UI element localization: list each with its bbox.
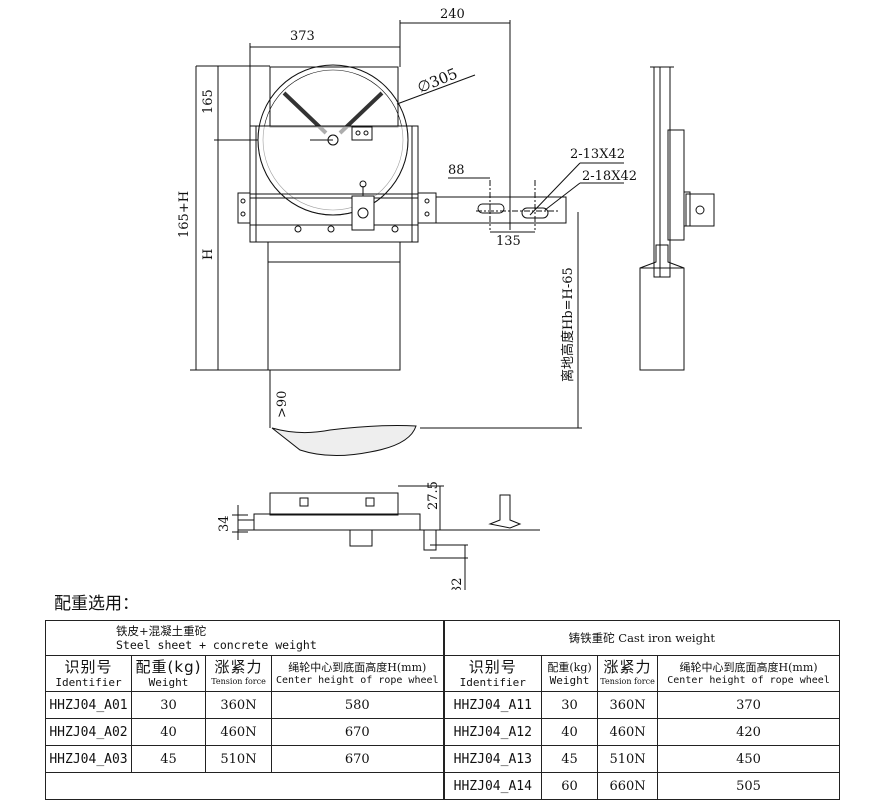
dim-H: H [201, 249, 216, 260]
dim-27-5: 27.5 [426, 481, 441, 510]
dim-88: 88 [448, 163, 465, 178]
hole-spec-2: 2-18X42 [582, 169, 637, 184]
plan-view [269, 492, 399, 516]
dim-135: 135 [496, 234, 521, 249]
left-group-title-en: Steel sheet + concrete weight [116, 638, 317, 652]
section-title: 配重选用： [54, 594, 139, 614]
left-group-header: 铁皮+混凝土重砣 Steel sheet + concrete weight [44, 620, 445, 656]
dim-305: ∅305 [415, 64, 460, 96]
dim-34: 34 [217, 515, 232, 532]
dim-165: 165 [201, 89, 216, 114]
dim-32: 32 [450, 577, 465, 590]
col-height-r: 绳轮中心到底面高度H(mm)Center height of rope whee… [657, 655, 841, 692]
right-group-header: 铸铁重砣 Cast iron weight [443, 620, 841, 656]
counterweight [267, 241, 401, 371]
mounting-arm [435, 196, 567, 224]
tension-switch [351, 195, 375, 231]
dim-165-H: 165+H [177, 191, 192, 238]
left-group-title-cn: 铁皮+混凝土重砣 [116, 624, 207, 638]
dim-240: 240 [440, 7, 465, 22]
ground-height-label: 离地高度Hb=H-65 [560, 267, 576, 382]
hole-spec-1: 2-13X42 [570, 147, 625, 162]
technical-drawing: 373 240 ∅305 165 165+H H 88 135 2-13X42 … [177, 7, 715, 590]
col-weight: 配重(kg)Weight [131, 655, 206, 692]
col-height: 绳轮中心到底面高度H(mm)Center height of rope whee… [270, 655, 445, 692]
counterweight-table: 铁皮+混凝土重砣 Steel sheet + concrete weight 铸… [44, 620, 841, 800]
dim-90: >90 [275, 391, 290, 418]
dim-373: 373 [290, 29, 315, 44]
side-view-weight [639, 244, 685, 371]
floor-section [271, 425, 417, 457]
col-weight-r: 配重(kg)Weight [541, 655, 599, 692]
